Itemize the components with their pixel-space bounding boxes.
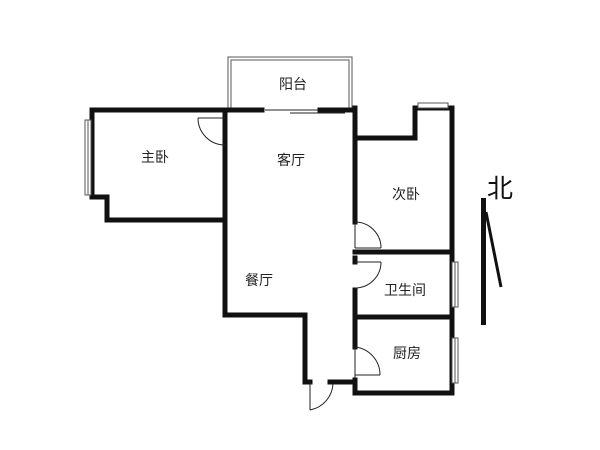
kitchen-door	[354, 346, 381, 378]
room-label-kitchen: 厨房	[393, 346, 421, 362]
master-bedroom-door	[197, 117, 226, 146]
north-compass: 北	[481, 175, 513, 325]
north-arrow-icon	[481, 198, 486, 325]
second-bedroom-window	[417, 102, 449, 109]
entry-door	[309, 382, 334, 411]
balcony-sliding-door	[265, 109, 345, 114]
room-label-bathroom: 卫生间	[384, 283, 426, 299]
kitchen-window	[451, 337, 459, 384]
bathroom-window	[451, 261, 459, 308]
room-label-dining-room: 餐厅	[245, 273, 273, 289]
second-bedroom-door	[354, 221, 382, 249]
balcony-outline	[227, 56, 353, 108]
master-bedroom-window	[84, 119, 92, 196]
north-arrow-pointer	[484, 211, 503, 288]
room-label-master-bedroom: 主卧	[141, 150, 169, 166]
main-wall	[89, 107, 313, 385]
room-label-living-room: 客厅	[277, 152, 305, 169]
bathroom-door	[354, 261, 382, 289]
room-label-second-bedroom: 次卧	[392, 187, 420, 203]
north-label: 北	[487, 175, 513, 205]
room-label-balcony: 阳台	[279, 77, 307, 93]
